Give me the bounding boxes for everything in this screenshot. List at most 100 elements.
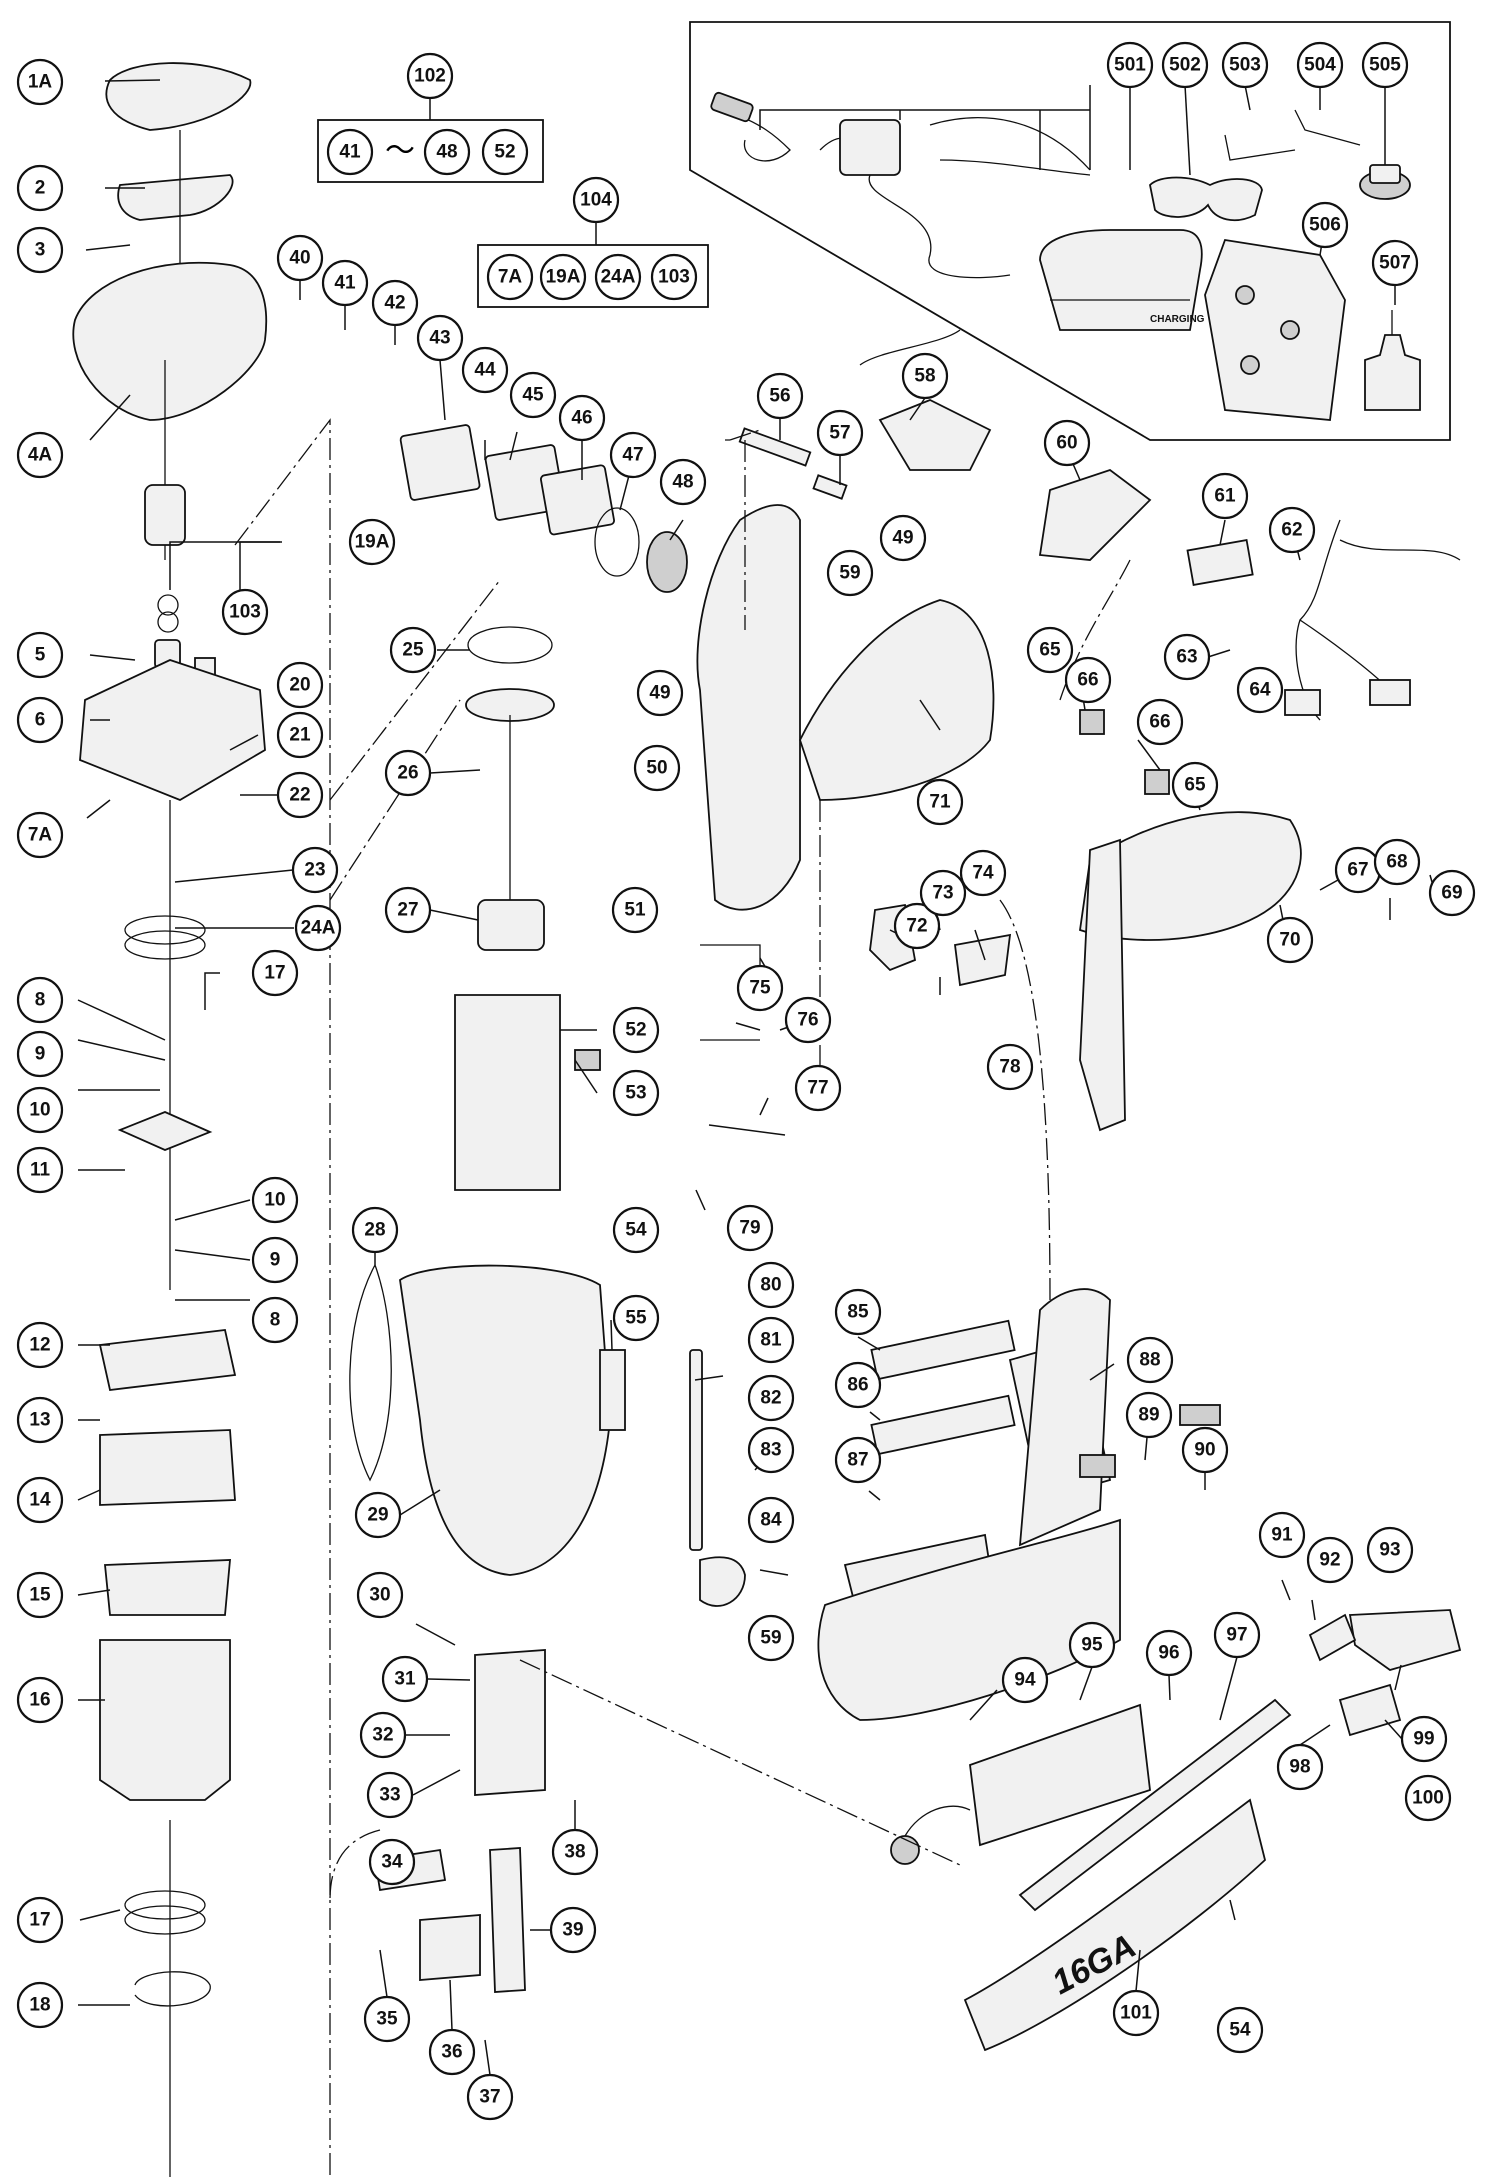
callout-71: 71 <box>916 778 964 826</box>
svg-text:27: 27 <box>397 900 418 921</box>
callout-88: 88 <box>1126 1336 1174 1384</box>
svg-text:54: 54 <box>1229 2020 1251 2041</box>
housing-and-trigger <box>696 329 1302 1502</box>
svg-text:78: 78 <box>999 1057 1020 1078</box>
cylinder <box>454 994 561 1191</box>
callout-66: 66 <box>1064 656 1112 704</box>
svg-text:24A: 24A <box>601 267 636 288</box>
svg-text:94: 94 <box>1014 1670 1036 1691</box>
svg-text:85: 85 <box>847 1302 869 1323</box>
svg-text:71: 71 <box>929 792 951 813</box>
svg-text:76: 76 <box>797 1010 818 1031</box>
svg-text:20: 20 <box>289 675 310 696</box>
svg-text:23: 23 <box>304 860 325 881</box>
svg-text:9: 9 <box>270 1250 281 1271</box>
svg-text:37: 37 <box>479 2087 500 2108</box>
svg-text:10: 10 <box>264 1190 285 1211</box>
top-cover <box>72 261 268 421</box>
callout-104: 104 <box>572 176 620 224</box>
svg-text:7A: 7A <box>28 825 53 846</box>
callout-33: 33 <box>366 1771 414 1819</box>
callout-65: 65 <box>1171 761 1219 809</box>
callout-68: 68 <box>1373 838 1421 886</box>
callout-35: 35 <box>363 1995 411 2043</box>
callout-56: 56 <box>756 372 804 420</box>
callout-93: 93 <box>1366 1526 1414 1574</box>
combustion-chamber <box>399 1264 611 1576</box>
svg-text:8: 8 <box>270 1310 281 1331</box>
svg-text:87: 87 <box>847 1450 868 1471</box>
svg-text:17: 17 <box>264 963 285 984</box>
svg-text:66: 66 <box>1077 670 1098 691</box>
svg-text:12: 12 <box>29 1335 50 1356</box>
callout-506: 506 <box>1301 201 1349 249</box>
svg-text:55: 55 <box>625 1308 647 1329</box>
svg-text:91: 91 <box>1271 1525 1293 1546</box>
gasket <box>98 1329 237 1391</box>
accessories-panel: CHARGING <box>689 21 1451 441</box>
svg-text:8: 8 <box>35 990 46 1011</box>
callout-14: 14 <box>16 1476 64 1524</box>
grip-cover <box>1079 811 1302 941</box>
kit-104: 7A 19A 24A 103 <box>477 222 709 308</box>
fan <box>117 1111 213 1151</box>
callout-8: 8 <box>16 976 64 1024</box>
svg-text:73: 73 <box>932 883 953 904</box>
callout-100: 100 <box>1404 1774 1452 1822</box>
callout-53: 53 <box>612 1069 660 1117</box>
callout-9: 9 <box>16 1030 64 1078</box>
svg-text:29: 29 <box>367 1505 388 1526</box>
kit-102-start: 41 <box>326 128 374 176</box>
svg-text:96: 96 <box>1158 1643 1179 1664</box>
gasket-lower <box>104 1559 231 1616</box>
callout-55: 55 <box>612 1294 660 1342</box>
callout-59: 59 <box>826 549 874 597</box>
callout-51: 51 <box>611 886 659 934</box>
callout-83: 83 <box>747 1426 795 1474</box>
svg-text:22: 22 <box>289 785 310 806</box>
callout-27: 27 <box>384 886 432 934</box>
callout-3: 3 <box>16 226 64 274</box>
callout-9: 9 <box>251 1236 299 1284</box>
svg-text:42: 42 <box>384 293 405 314</box>
callout-62: 62 <box>1268 506 1316 554</box>
svg-text:21: 21 <box>289 725 311 746</box>
callout-31: 31 <box>381 1655 429 1703</box>
callout-17: 17 <box>251 949 299 997</box>
svg-text:57: 57 <box>829 423 850 444</box>
kit-102-end: 48 <box>423 128 471 176</box>
svg-text:502: 502 <box>1169 55 1201 76</box>
svg-text:52: 52 <box>625 1020 646 1041</box>
svg-text:59: 59 <box>760 1628 781 1649</box>
callout-45: 45 <box>509 371 557 419</box>
svg-text:34: 34 <box>381 1852 403 1873</box>
svg-text:102: 102 <box>414 66 446 87</box>
callout-501: 501 <box>1106 41 1154 89</box>
svg-text:49: 49 <box>892 528 913 549</box>
callout-10: 10 <box>251 1176 299 1224</box>
svg-text:47: 47 <box>622 445 643 466</box>
carrying-case <box>1204 238 1346 421</box>
cylinder-head <box>79 659 266 801</box>
callout-20: 20 <box>276 661 324 709</box>
svg-text:82: 82 <box>760 1388 781 1409</box>
svg-text:50: 50 <box>646 758 667 779</box>
svg-text:40: 40 <box>289 248 310 269</box>
housing-left <box>696 504 801 911</box>
depth-adjuster <box>1359 164 1411 200</box>
svg-text:59: 59 <box>839 563 860 584</box>
battery-holder <box>969 1703 1151 1847</box>
callout-504: 504 <box>1296 41 1344 89</box>
svg-text:65: 65 <box>1184 775 1206 796</box>
svg-text:13: 13 <box>29 1410 50 1431</box>
power-cord-set <box>710 91 1091 279</box>
svg-text:89: 89 <box>1138 1405 1159 1426</box>
svg-text:58: 58 <box>914 366 935 387</box>
left-column-parts <box>72 62 268 2177</box>
svg-text:33: 33 <box>379 1785 400 1806</box>
callout-46: 46 <box>558 394 606 442</box>
callout-29: 29 <box>354 1491 402 1539</box>
svg-text:41: 41 <box>339 142 361 163</box>
svg-text:19A: 19A <box>355 532 390 553</box>
